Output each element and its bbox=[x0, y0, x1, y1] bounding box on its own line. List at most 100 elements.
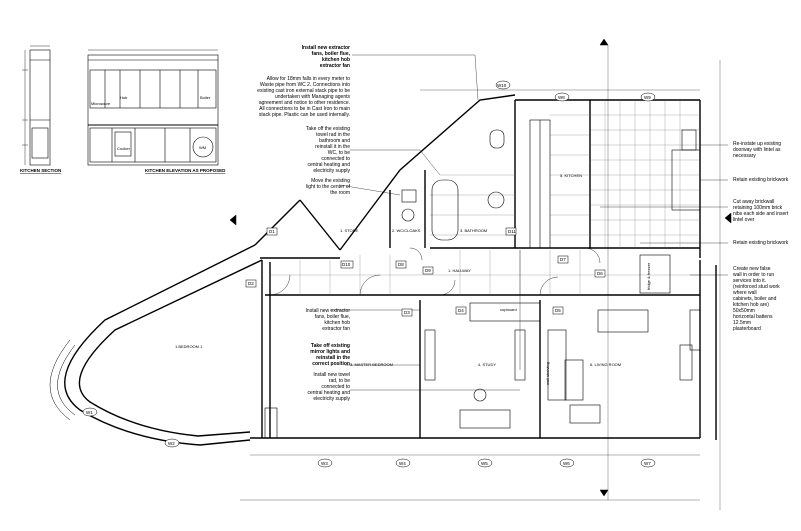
elevation-label-boiler: Boiler bbox=[200, 95, 211, 100]
note-left-line: light to the center of bbox=[306, 184, 350, 190]
bathroom-fittings bbox=[401, 129, 505, 241]
note-left-line: Allow for 18mm falls in every meter to bbox=[266, 76, 350, 82]
door-swings bbox=[269, 247, 601, 296]
note-left-line: the room bbox=[330, 190, 350, 196]
note-right-line: services into it. bbox=[733, 278, 767, 284]
door-tag-d7: D7 bbox=[560, 257, 566, 262]
note-right-line: (reinforced stud work bbox=[733, 284, 780, 290]
note-left-line: central heating and bbox=[307, 162, 350, 168]
window-tag-w6: W6 bbox=[563, 461, 570, 466]
dimension-lines bbox=[240, 45, 721, 510]
wall-shelving-label: wall shelving bbox=[545, 362, 550, 385]
kitchen-section-drawing bbox=[22, 45, 51, 166]
note-left-line: electricity supply bbox=[313, 168, 350, 174]
window-tag-w2: W2 bbox=[168, 441, 175, 446]
room-label-bathroom: 3. BATHROOM bbox=[460, 228, 487, 233]
door-tag-d1: D1 bbox=[269, 229, 275, 234]
window-tag-w10: W10 bbox=[497, 83, 507, 88]
note-retain-brickwork-2: Retain existing brickwork bbox=[733, 240, 799, 246]
note-left-line: bathroom and bbox=[319, 138, 350, 144]
note-right-line: nibs each side and insert bbox=[733, 211, 789, 217]
window-tag-w1: W1 bbox=[86, 410, 93, 415]
door-tag-d11: D11 bbox=[508, 229, 516, 234]
room-label-living-room: 6. LIVING ROOM bbox=[590, 362, 621, 367]
note-left-line: central heating and bbox=[307, 390, 350, 396]
note-left-line: Move the existing bbox=[311, 178, 350, 184]
elevation-label-hob: Hob bbox=[120, 95, 128, 100]
living-room-furniture bbox=[547, 309, 701, 424]
kitchen-units bbox=[529, 119, 701, 294]
note-right-line: cabinets, boiler and bbox=[733, 296, 777, 302]
floor-tile-grid bbox=[270, 100, 700, 295]
window-tag-w5: W5 bbox=[481, 461, 488, 466]
door-tag-d9: D9 bbox=[425, 268, 431, 273]
note-right-line: plasterboard bbox=[733, 326, 761, 332]
elevation-label-wm: WM bbox=[199, 145, 206, 150]
note-right-line: where wall bbox=[733, 290, 757, 296]
bay-window bbox=[49, 339, 76, 421]
note-left-line: connected to bbox=[321, 384, 350, 390]
note-left-line: extractor fan bbox=[322, 326, 350, 332]
note-left-line: All connections to be in Cast Iron to ma… bbox=[259, 106, 350, 112]
door-tag-d5: D5 bbox=[555, 308, 561, 313]
note-left-line: Take off the existing bbox=[305, 126, 350, 132]
room-label-hallway: 1. HALLWAY bbox=[448, 268, 471, 273]
note-right-line: wall in order to run bbox=[733, 272, 775, 278]
note-right-line: Retain existing brickwork bbox=[733, 177, 789, 183]
note-left-line: extractor fan bbox=[319, 63, 350, 69]
kitchen-elevation-drawing bbox=[87, 49, 219, 166]
note-left-line: Waste pipe from WC 2. Connections into bbox=[259, 82, 350, 88]
door-tag-d2: D2 bbox=[248, 281, 254, 286]
walls bbox=[64, 94, 717, 446]
note-left-line: kitchen hob bbox=[324, 320, 350, 326]
room-label-store: 1. STORE bbox=[340, 228, 358, 233]
door-tag-d6: D6 bbox=[597, 271, 603, 276]
window-tag-w3: W3 bbox=[321, 461, 328, 466]
note-left-line: Install new towel bbox=[313, 372, 350, 378]
fridge-freezer-label: fridge & freezer bbox=[646, 262, 651, 290]
note-left-line: reinstall it in the bbox=[315, 144, 350, 150]
note-left-line: reinstall in the bbox=[316, 355, 350, 361]
note-right-line: Re-instate up existing bbox=[733, 141, 782, 147]
door-tag-d4: D4 bbox=[458, 308, 464, 313]
note-right-line: 12.5mm bbox=[733, 320, 752, 326]
door-tag-d8: D8 bbox=[398, 262, 404, 267]
section-markers bbox=[229, 38, 732, 497]
note-right-line: kitchen hob are) bbox=[733, 302, 769, 308]
door-tag-d3: D3 bbox=[404, 310, 410, 315]
window-tag-w4: W4 bbox=[399, 461, 406, 466]
note-right-line: Create new false bbox=[733, 266, 771, 272]
door-tags bbox=[245, 227, 606, 317]
elevation-label-microwave: Microwave bbox=[91, 101, 111, 106]
note-left-line: electricity supply bbox=[313, 396, 350, 402]
note-left-line: rad, to be bbox=[328, 378, 350, 384]
kitchen-section-title: KITCHEN SECTION bbox=[20, 168, 61, 173]
window-tag-w8: W8 bbox=[558, 95, 565, 100]
room-label-kitchen: 5. KITCHEN bbox=[560, 173, 582, 178]
room-furniture bbox=[264, 302, 541, 439]
note-left-line: correct position bbox=[312, 361, 350, 367]
room-label-wc: 2. WC/CLOAKS bbox=[392, 228, 421, 233]
door-tag-d10: D10 bbox=[342, 262, 351, 267]
note-right-line: Retain existing brickwork bbox=[733, 240, 789, 246]
note-left-line: WC, to be bbox=[327, 150, 350, 156]
note-left-line: Take off existing bbox=[310, 343, 350, 349]
window-tag-w7: W7 bbox=[644, 461, 651, 466]
note-left-line: Install new extractor bbox=[305, 308, 350, 314]
kitchen-elevation-title: KITCHEN ELEVATION AS PROPOSED bbox=[145, 168, 226, 173]
note-left-line: stack pipe. Plastic can be used internal… bbox=[258, 112, 350, 118]
note-retain-brickwork-1: Retain existing brickwork bbox=[733, 177, 799, 183]
window-tag-w9: W9 bbox=[644, 95, 651, 100]
note-left-line: fans, boiler flue, bbox=[314, 314, 350, 320]
note-left-line: fans, boiler flue, bbox=[311, 51, 350, 57]
room-label-study: 4. STUDY bbox=[478, 362, 496, 367]
note-left-line: Install new extractor bbox=[301, 45, 350, 51]
